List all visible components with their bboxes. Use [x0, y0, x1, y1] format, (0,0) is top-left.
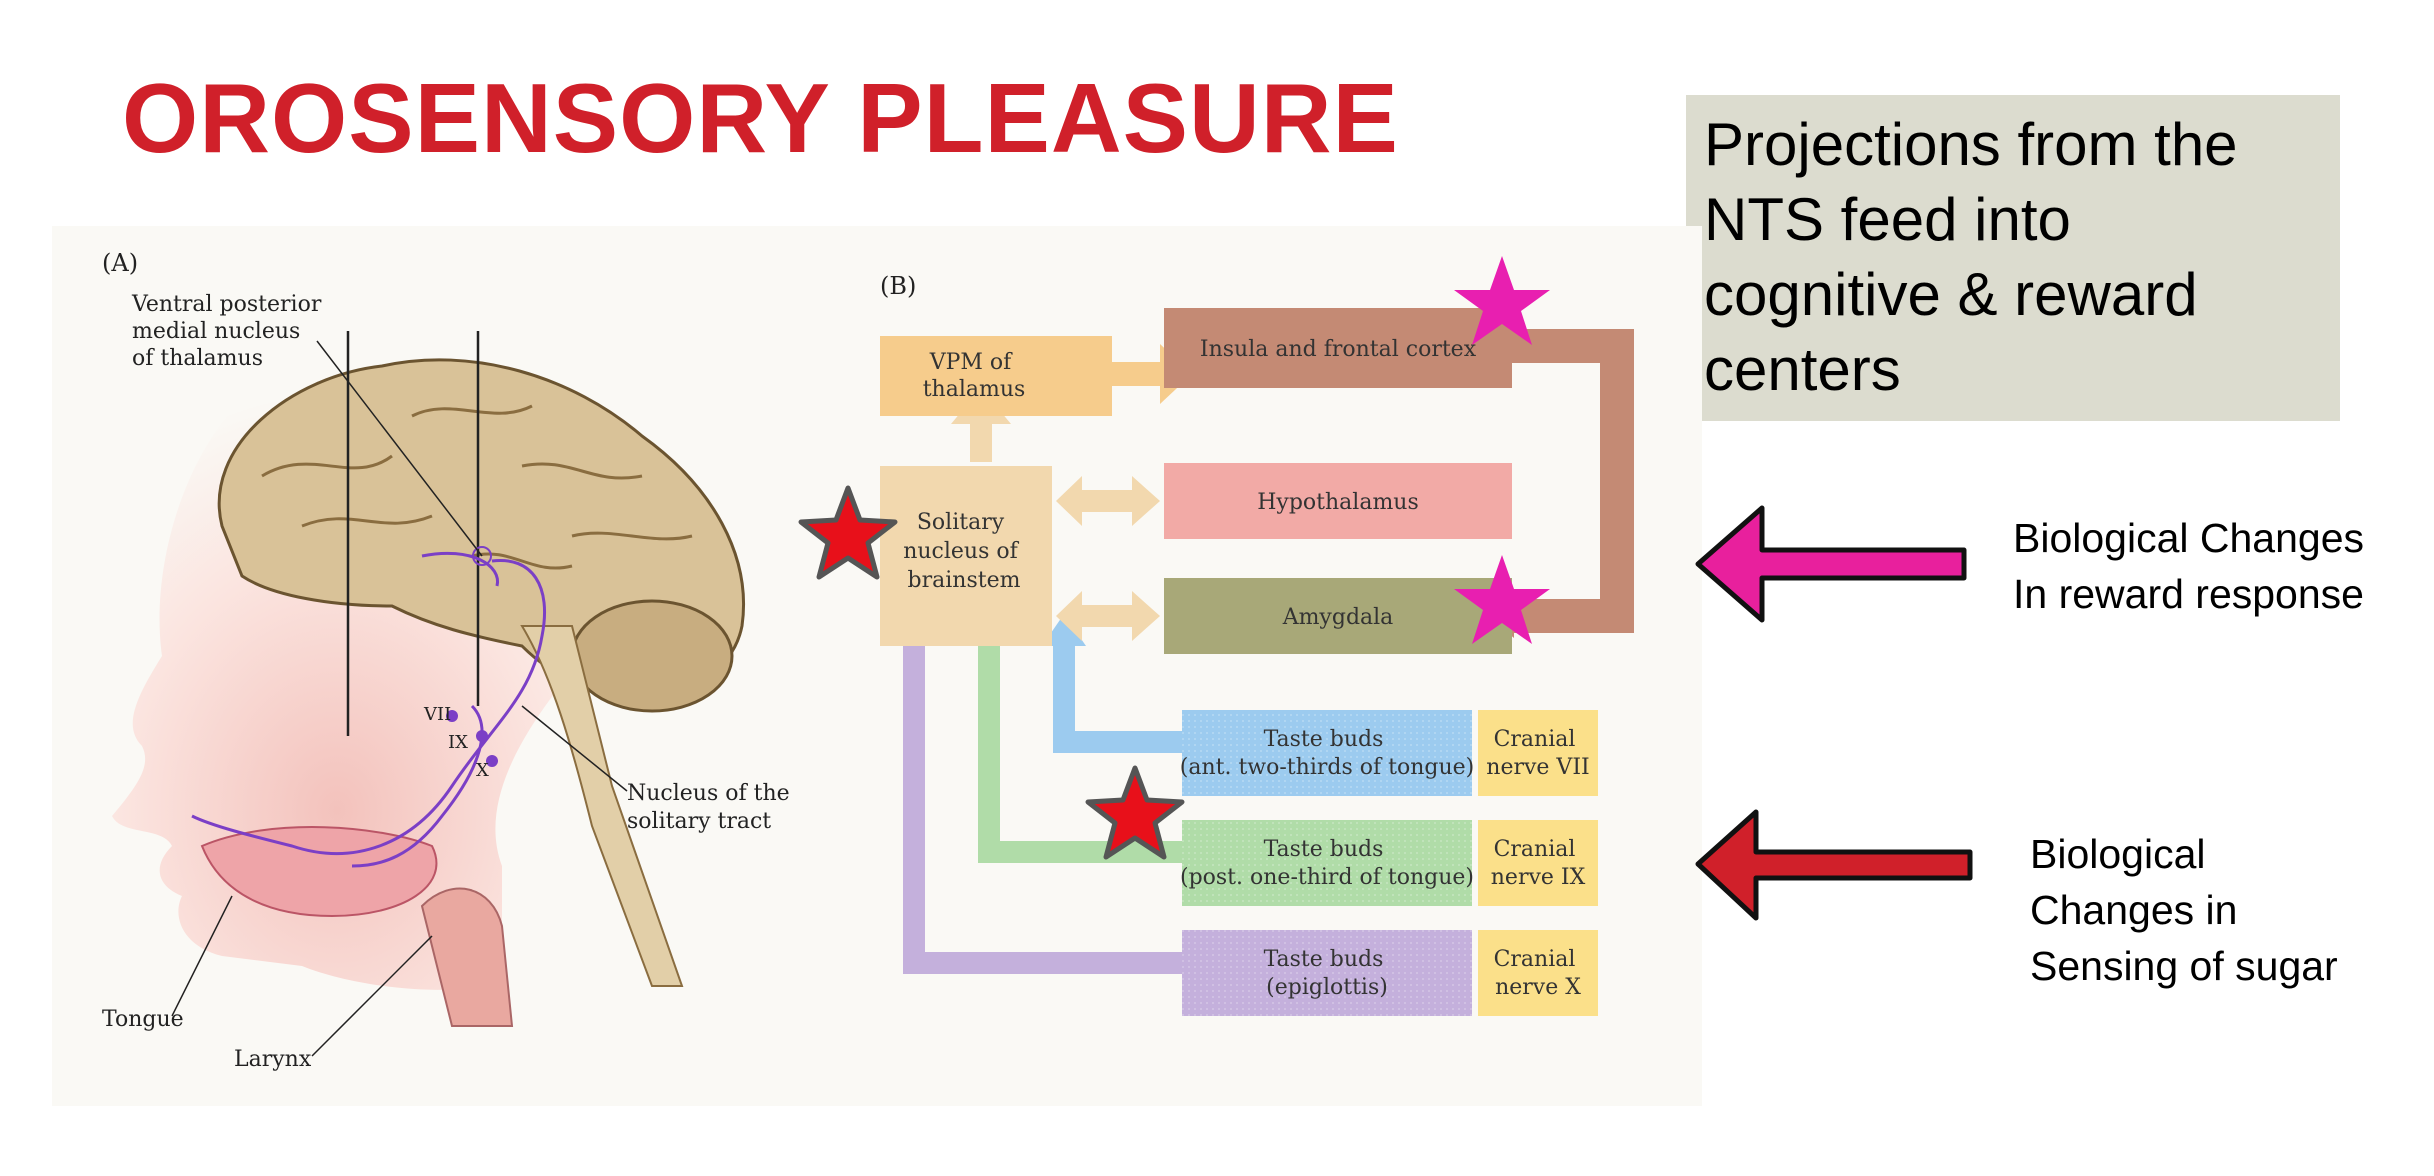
nts-leader-line	[521, 705, 628, 792]
vpm-label: Ventral posterior medial nucleus of thal…	[131, 292, 328, 371]
taste-pathway-line	[351, 704, 484, 868]
tongue-shape	[200, 826, 438, 918]
brainstem	[520, 625, 684, 987]
sensing-annotation-line: Sensing of sugar	[2030, 943, 2338, 989]
taste-buds-ix-text: Taste buds (post. one-third of tongue)	[1180, 837, 1474, 890]
insula-box	[1164, 308, 1512, 388]
hypothalamus-box	[1164, 463, 1512, 539]
larynx-leader-line	[311, 935, 433, 1057]
tongue-leader-line	[171, 895, 233, 1017]
amygdala-box	[1164, 578, 1512, 654]
red-star-taste-ix	[1085, 765, 1185, 860]
reward-annotation-line: In reward response	[2013, 571, 2364, 617]
brain-folds	[261, 404, 693, 570]
vpm-leader-line	[316, 340, 483, 557]
magenta-star-insula	[1454, 256, 1550, 345]
sensing-annotation-line: Changes in	[2030, 887, 2238, 933]
taste-pathway-line	[421, 551, 500, 587]
thalamus-marker	[472, 546, 492, 566]
insula-box-text: Insula and frontal cortex	[1200, 337, 1477, 362]
taste-buds-vii-text: Taste buds (ant. two-thirds of tongue)	[1180, 727, 1474, 780]
panel-a: (A) Ventral posterior medial nucleus of …	[102, 249, 797, 1072]
pathway-arrow-x	[903, 646, 1182, 974]
taste-pathway-figure: (A) Ventral posterior medial nucleus of …	[52, 226, 1702, 1106]
slide-title: OROSENSORY PLEASURE	[122, 63, 1399, 173]
panel-a-label: (A)	[102, 249, 138, 277]
cranial-nerve-vii-box	[1478, 710, 1598, 796]
larynx-label: Larynx	[234, 1047, 312, 1072]
taste-pathway-line	[191, 558, 547, 855]
reward-annotation: Biological Changes In reward response	[2013, 510, 2364, 622]
cranial-nerve-vii-text: Cranial nerve VII	[1486, 727, 1589, 780]
hypothalamus-box-text: Hypothalamus	[1257, 490, 1419, 515]
insula-amygdala-loop	[1512, 329, 1634, 633]
magenta-star-amygdala	[1454, 555, 1550, 644]
reward-arrow	[1695, 505, 1967, 623]
red-star-solitary	[798, 485, 898, 580]
vpm-box-text: VPM of thalamus	[923, 350, 1026, 402]
nerve-ganglion	[476, 730, 488, 742]
figure-svg: (A) Ventral posterior medial nucleus of …	[102, 249, 1634, 1072]
reward-annotation-line: Biological Changes	[2013, 515, 2365, 561]
taste-buds-x-text: Taste buds (epiglottis)	[1264, 947, 1391, 1000]
info-box: Projections from the NTS feed into cogni…	[1686, 95, 2340, 421]
cranial-nerve-x-text: Cranial nerve X	[1494, 947, 1583, 1000]
larynx-shape	[420, 887, 514, 1027]
nerve-label-ix: IX	[448, 732, 468, 753]
solitary-box-text: Solitary nucleus of brainstem	[903, 510, 1025, 593]
nts-label: Nucleus of the solitary tract	[627, 781, 797, 834]
cranial-nerve-ix-box	[1478, 820, 1598, 906]
nerve-label-vii: VII	[423, 704, 451, 725]
info-box-text: Projections from the NTS feed into cogni…	[1704, 111, 2238, 403]
amygdala-box-text: Amygdala	[1282, 605, 1394, 630]
pathway-arrow-up	[970, 422, 992, 462]
nerve-ganglion	[486, 755, 498, 767]
nerve-label-x: X	[476, 760, 489, 781]
panel-b-label: (B)	[880, 272, 916, 300]
double-arrow-hypothalamus	[1056, 476, 1160, 526]
nerve-ganglion	[446, 710, 458, 722]
sensing-annotation-line: Biological	[2030, 831, 2206, 877]
pathway-arrow-vii	[1053, 646, 1182, 753]
brain	[217, 358, 745, 691]
vpm-box	[880, 336, 1112, 416]
cranial-nerve-x-box	[1478, 930, 1598, 1016]
panel-b: (B) VPM of thalamus Insula and frontal c…	[880, 272, 1634, 1016]
pathway-arrow-vpm-insula	[1112, 362, 1162, 386]
cranial-nerve-ix-text: Cranial nerve IX	[1491, 837, 1586, 890]
double-arrow-amygdala	[1056, 591, 1160, 641]
sensing-annotation: Biological Changes in Sensing of sugar	[2030, 826, 2338, 994]
tongue-label: Tongue	[102, 1007, 184, 1032]
sensing-arrow	[1695, 809, 1973, 921]
solitary-box	[880, 466, 1052, 646]
